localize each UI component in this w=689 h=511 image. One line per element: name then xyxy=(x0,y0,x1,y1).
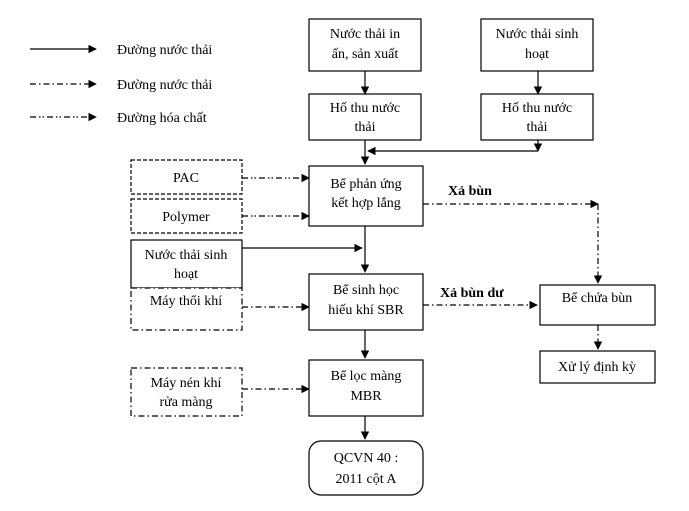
legend-label-3: Đường hóa chất xyxy=(117,111,207,126)
node-wastewater-printing: Nước thải in ấn, sản xuất xyxy=(308,18,422,72)
svg-text:Nước thải sinh: Nước thải sinh xyxy=(145,248,228,263)
node-pac: PAC xyxy=(130,159,243,195)
node-polymer: Polymer xyxy=(130,198,243,234)
svg-text:Bể chứa bùn: Bể chứa bùn xyxy=(562,291,633,306)
svg-text:Xử lý định kỳ: Xử lý định kỳ xyxy=(558,360,636,375)
label-excess-sludge: Xả bùn dư xyxy=(440,286,504,301)
label-sludge-discharge: Xả bùn xyxy=(448,184,492,199)
svg-text:hoạt: hoạt xyxy=(525,47,549,62)
node-air-blower: Máy thổi khí xyxy=(130,287,243,331)
svg-text:Bể lọc màng: Bể lọc màng xyxy=(331,369,402,384)
svg-text:Nước thải in: Nước thải in xyxy=(330,27,400,42)
svg-text:Hố thu nước: Hố thu nước xyxy=(502,101,572,116)
svg-text:2011 cột A: 2011 cột A xyxy=(336,472,398,487)
svg-text:thải: thải xyxy=(527,120,548,135)
legend-label-2: Đường nước thải xyxy=(117,78,212,93)
node-collection-tank-1: Hố thu nước thải xyxy=(308,93,422,141)
svg-text:Bể phản ứng: Bể phản ứng xyxy=(330,177,401,192)
svg-text:Máy nén khí: Máy nén khí xyxy=(151,376,222,391)
node-sludge-tank: Bể chứa bùn xyxy=(539,284,656,326)
node-mbr-tank: Bể lọc màng MBR xyxy=(308,359,424,417)
svg-text:kết hợp lắng: kết hợp lắng xyxy=(331,196,401,211)
svg-text:Nước thải sinh: Nước thải sinh xyxy=(496,27,579,42)
node-sbr-tank: Bể sinh học hiếu khí SBR xyxy=(308,273,424,331)
legend-label-1: Đường nước thải xyxy=(117,43,212,58)
node-periodic-treatment: Xử lý định kỳ xyxy=(539,350,656,384)
svg-text:hoạt: hoạt xyxy=(174,267,198,282)
node-collection-tank-2: Hố thu nước thải xyxy=(480,93,594,141)
svg-text:Hố thu nước: Hố thu nước xyxy=(330,101,400,116)
svg-text:rửa màng: rửa màng xyxy=(159,395,212,410)
svg-text:PAC: PAC xyxy=(173,171,199,186)
node-air-compressor: Máy nén khí rửa màng xyxy=(130,367,243,417)
node-wastewater-domestic-left: Nước thải sinh hoạt xyxy=(130,239,243,289)
svg-text:MBR: MBR xyxy=(350,389,382,404)
node-wastewater-domestic-top: Nước thải sinh hoạt xyxy=(480,18,594,72)
svg-text:ấn, sản xuất: ấn, sản xuất xyxy=(332,47,399,62)
legend: Đường nước thải Đường nước thải Đường hó… xyxy=(30,43,212,126)
svg-text:thải: thải xyxy=(355,120,376,135)
node-qcvn-output: QCVN 40 : 2011 cột A xyxy=(308,440,424,496)
svg-text:Polymer: Polymer xyxy=(162,210,210,225)
node-reaction-tank: Bể phản ứng kết hợp lắng xyxy=(308,165,424,227)
svg-text:Bể sinh học: Bể sinh học xyxy=(333,283,399,298)
svg-text:Máy thổi khí: Máy thổi khí xyxy=(150,294,222,309)
svg-text:QCVN 40 :: QCVN 40 : xyxy=(334,451,399,466)
connectors xyxy=(242,71,603,440)
svg-text:hiếu khí SBR: hiếu khí SBR xyxy=(328,303,404,318)
